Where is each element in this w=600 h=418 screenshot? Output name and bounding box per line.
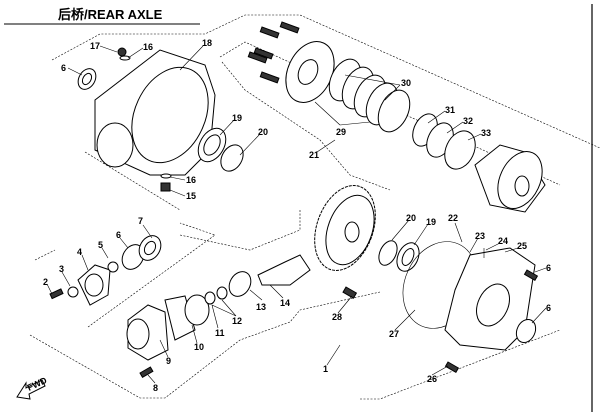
callout: 19: [232, 113, 242, 123]
leader-lines: [46, 45, 547, 384]
callout: 23: [475, 231, 485, 241]
fwd-arrow: FWD: [16, 375, 49, 400]
part-differential-plate: [247, 21, 546, 213]
callout: 1: [323, 364, 328, 374]
callout: 27: [389, 329, 399, 339]
part-ring-gear: [257, 185, 420, 299]
callout: 9: [166, 356, 171, 366]
callout: 6: [116, 230, 121, 240]
callout: 32: [463, 116, 473, 126]
callout: 15: [186, 191, 196, 201]
part-cover-25: [402, 241, 539, 374]
callout: 20: [406, 213, 416, 223]
callout: 31: [445, 105, 455, 115]
callout: 12: [232, 316, 242, 326]
callout: 25: [517, 241, 527, 251]
callout: 29: [336, 127, 346, 137]
callouts: 17 16 18 6 19 20 16 15 30 31 32 33 29 21…: [43, 38, 551, 393]
callout: 16: [186, 175, 196, 185]
callout: 14: [280, 298, 290, 308]
part-input-shaft: [49, 235, 252, 379]
callout: 3: [59, 264, 64, 274]
callout: 8: [153, 383, 158, 393]
callout: 11: [215, 328, 225, 338]
callout: 26: [427, 374, 437, 384]
callout: 30: [401, 78, 411, 88]
callout: 13: [256, 302, 266, 312]
callout: 18: [202, 38, 212, 48]
callout: 21: [309, 150, 319, 160]
callout: 7: [138, 216, 143, 226]
callout: 22: [448, 213, 458, 223]
callout: 5: [98, 240, 103, 250]
callout: 6: [61, 63, 66, 73]
callout: 6: [546, 303, 551, 313]
callout: 10: [194, 342, 204, 352]
diagram-title: 后桥/REAR AXLE: [58, 7, 163, 22]
callout: 2: [43, 277, 48, 287]
callout: 4: [77, 247, 82, 257]
callout: 33: [481, 128, 491, 138]
callout: 24: [498, 236, 508, 246]
callout: 16: [143, 42, 153, 52]
callout: 20: [258, 127, 268, 137]
callout: 17: [90, 41, 100, 51]
callout: 28: [332, 312, 342, 322]
callout: 6: [546, 263, 551, 273]
part-housing-18: [77, 47, 244, 192]
callout: 19: [426, 217, 436, 227]
